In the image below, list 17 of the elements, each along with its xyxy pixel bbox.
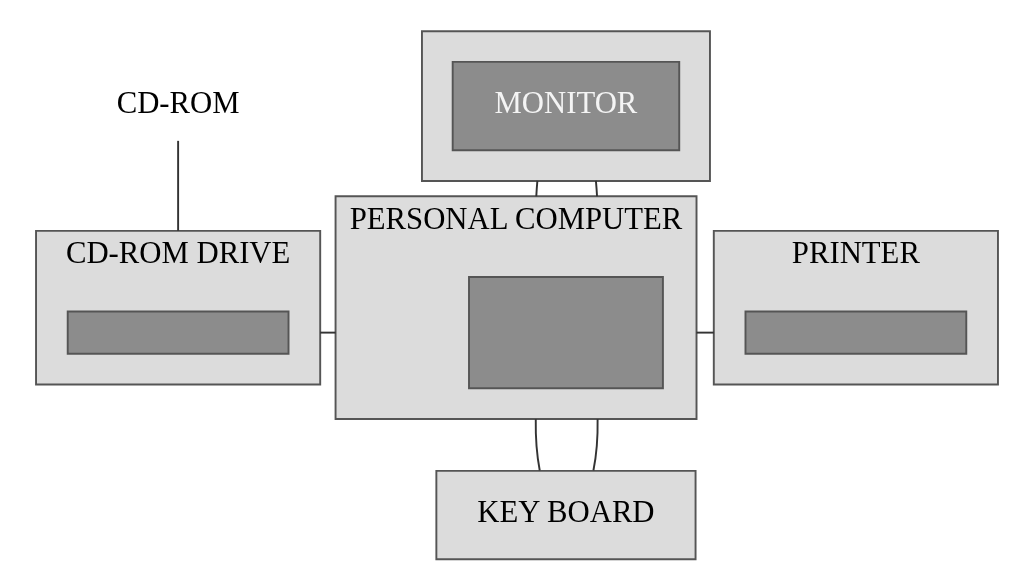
connector xyxy=(177,139,180,232)
connector xyxy=(695,331,715,334)
node-bar xyxy=(66,310,290,355)
cluster: CD-ROM DRIVE xyxy=(35,229,322,386)
connector xyxy=(535,180,539,198)
connector xyxy=(592,418,599,472)
cluster: PRINTER xyxy=(712,229,999,386)
node-box: MONITOR xyxy=(451,60,681,152)
node-box xyxy=(468,276,664,390)
connector xyxy=(319,331,337,334)
cluster: PERSONAL COMPUTER xyxy=(334,195,698,420)
node-text: CD-ROM xyxy=(116,86,240,121)
node-bar xyxy=(744,310,968,355)
connector xyxy=(594,180,598,198)
cluster xyxy=(421,30,711,182)
node-box: KEY BOARD xyxy=(435,469,697,561)
connector xyxy=(534,418,541,472)
